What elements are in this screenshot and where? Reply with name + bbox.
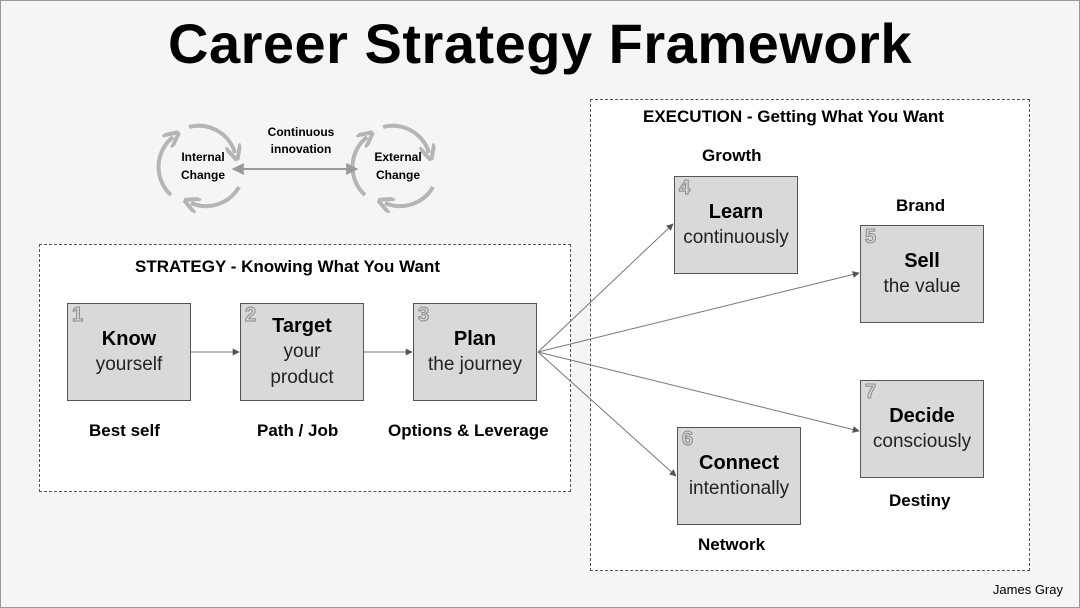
caption-growth: Growth [702, 146, 762, 165]
author-credit: James Gray [992, 582, 1063, 597]
step-subtext: your [283, 341, 321, 362]
page-title: Career Strategy Framework [168, 12, 912, 75]
caption-network: Network [698, 535, 766, 554]
step-heading: Plan [453, 328, 497, 350]
strategy-panel-title: STRATEGY - Knowing What You Want [135, 257, 441, 276]
step-subtext: intentionally [688, 478, 790, 499]
step-number: 7 [864, 381, 877, 404]
step-connect-box: 6 Connect intentionally [677, 427, 801, 525]
step-decide-box: 7 Decide consciously [860, 380, 984, 478]
step-target-box: 2 Target your product [240, 303, 364, 401]
step-number: 1 [71, 304, 84, 327]
step-sell-box: 5 Sell the value [860, 225, 984, 323]
step-plan-box: 3 Plan the journey [413, 303, 537, 401]
arrow-3-to-4 [537, 223, 674, 353]
caption-options-leverage: Options & Leverage [388, 421, 549, 440]
execution-panel [590, 99, 1030, 571]
caption-best-self: Best self [89, 421, 160, 440]
step-subtext: the journey [427, 354, 522, 375]
arrow-3-to-6 [537, 351, 677, 477]
step-heading: Target [272, 315, 332, 337]
step-subtext: yourself [95, 354, 163, 375]
step-subtext: continuously [683, 227, 789, 248]
step-number: 5 [864, 226, 877, 249]
internal-change-cycle-icon [156, 123, 239, 206]
step-subtext-2: product [270, 367, 334, 388]
step-subtext: the value [883, 276, 961, 297]
step-heading: Decide [889, 405, 955, 427]
step-heading: Learn [708, 201, 764, 223]
step-number: 2 [244, 304, 257, 327]
step-learn-box: 4 Learn continuously [674, 176, 798, 274]
caption-path-job: Path / Job [257, 421, 339, 440]
caption-brand: Brand [896, 196, 946, 215]
execution-panel-title: EXECUTION - Getting What You Want [643, 107, 944, 126]
step-subtext: consciously [872, 431, 972, 452]
step-number: 6 [681, 428, 694, 451]
arrow-3-to-5 [537, 271, 860, 353]
step-know-box: 1 Know yourself [67, 303, 191, 401]
arrow-3-to-7 [537, 351, 860, 433]
step-number: 3 [417, 304, 430, 327]
step-heading: Sell [904, 250, 940, 272]
caption-destiny: Destiny [889, 491, 951, 510]
step-number: 4 [678, 177, 691, 200]
step-heading: Connect [699, 452, 779, 474]
step-heading: Know [101, 328, 157, 350]
